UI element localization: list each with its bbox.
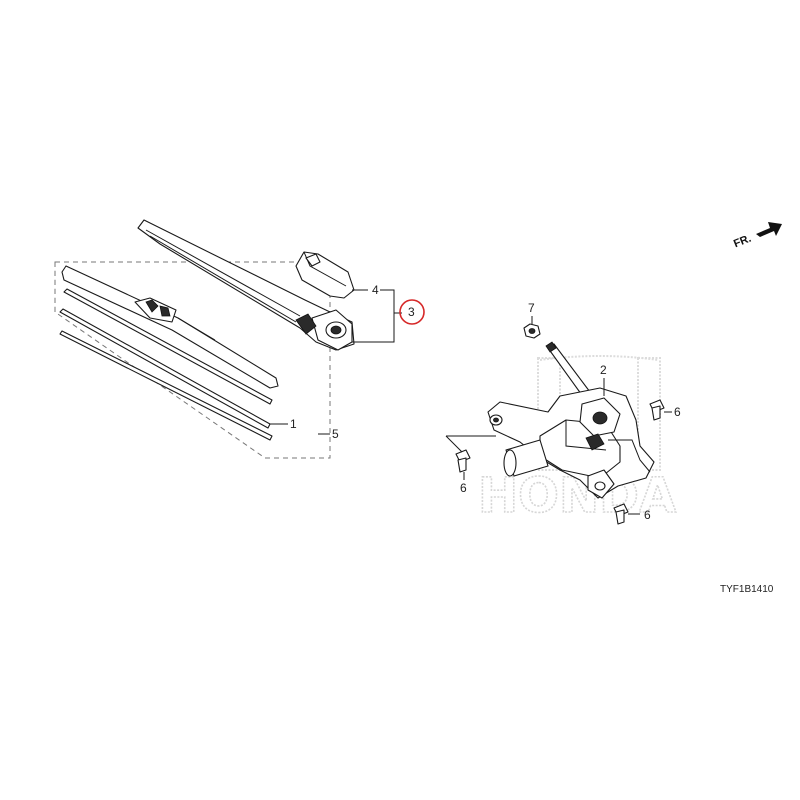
callout-3-highlight [399,299,425,325]
wiper-blade [61,265,279,389]
fr-arrow-icon [756,222,782,237]
callout-5: 5 [332,427,339,441]
blade-rubber-strip [59,330,273,441]
nut [523,323,541,339]
wiper-kit-box [54,261,331,459]
bolt-bottom [613,503,629,525]
bolt-right [649,399,665,421]
diagram-code: TYF1B1410 [720,584,774,595]
arm-cap [295,251,355,299]
callout-6-right: 6 [674,405,681,419]
leader-6-left [445,435,496,453]
callout-7: 7 [528,301,535,315]
callout-6-bottom: 6 [644,508,651,522]
front-direction-marker: FR. [732,222,782,250]
callout-3: 3 [408,305,415,319]
wiper-motor [487,341,655,499]
callout-2: 2 [600,363,607,377]
leader-3-bracket [352,289,395,343]
blade-rubber-upper [63,288,273,405]
wiper-arm [137,219,355,351]
callout-6-left: 6 [460,481,467,495]
fr-label: FR. [732,233,753,251]
callout-4: 4 [372,283,379,297]
callout-1: 1 [290,417,297,431]
bolt-left [455,449,471,473]
